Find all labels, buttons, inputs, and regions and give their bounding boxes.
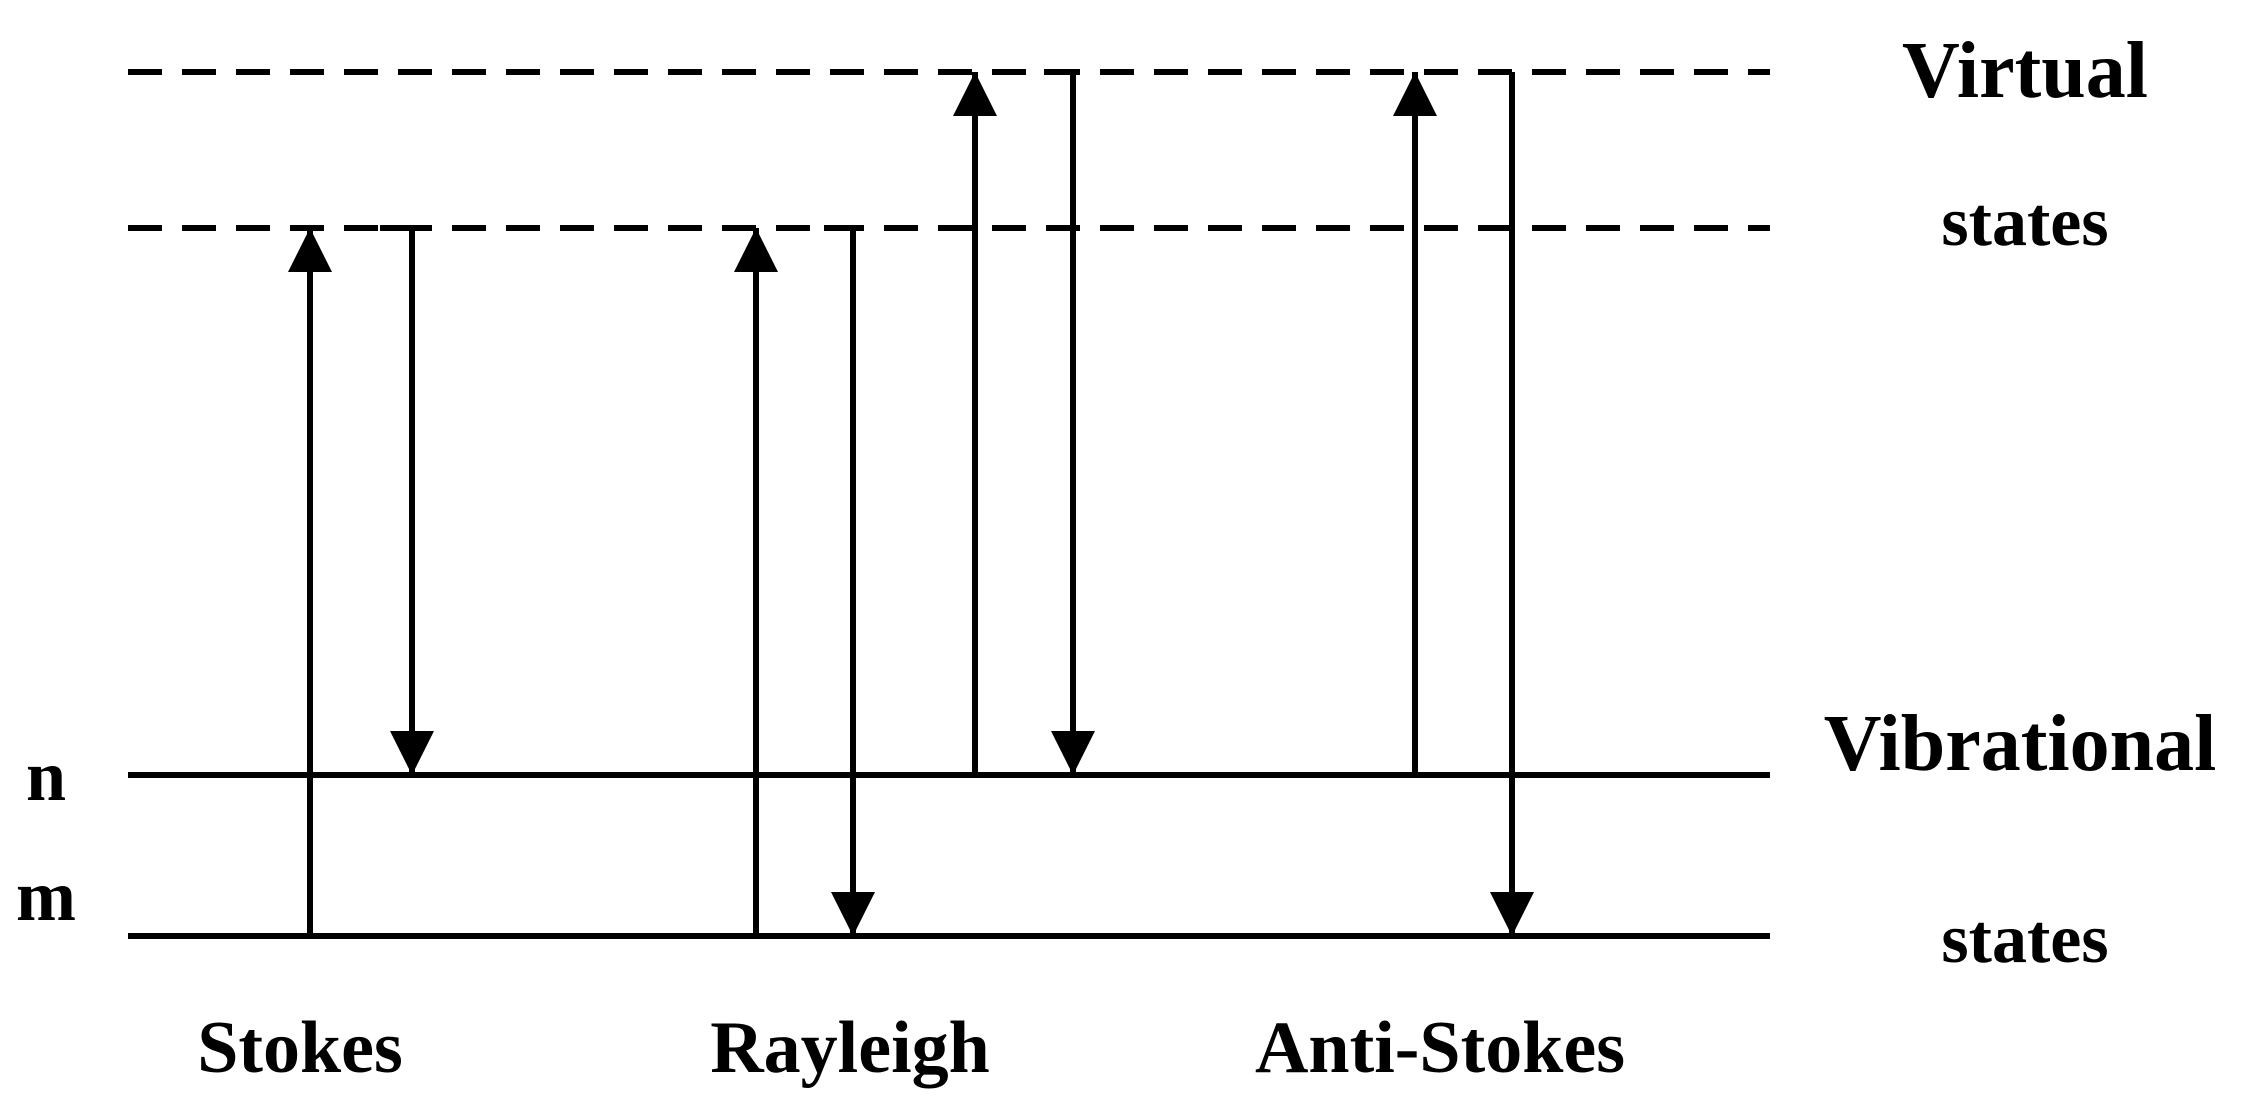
virtual-states-label-line2: states [1941,184,2108,261]
vibrational-states-label-line1: Vibrational [1824,700,2217,788]
level-n-label: n [26,736,66,816]
stokes-label: Stokes [197,1007,403,1089]
virtual-states-label-line1: Virtual [1902,27,2148,115]
anti-stokes-label: Anti-Stokes [1255,1007,1625,1089]
vibrational-states-label-line2: states [1941,901,2108,978]
rayleigh-label: Rayleigh [710,1007,990,1089]
level-m-label: m [16,856,76,936]
